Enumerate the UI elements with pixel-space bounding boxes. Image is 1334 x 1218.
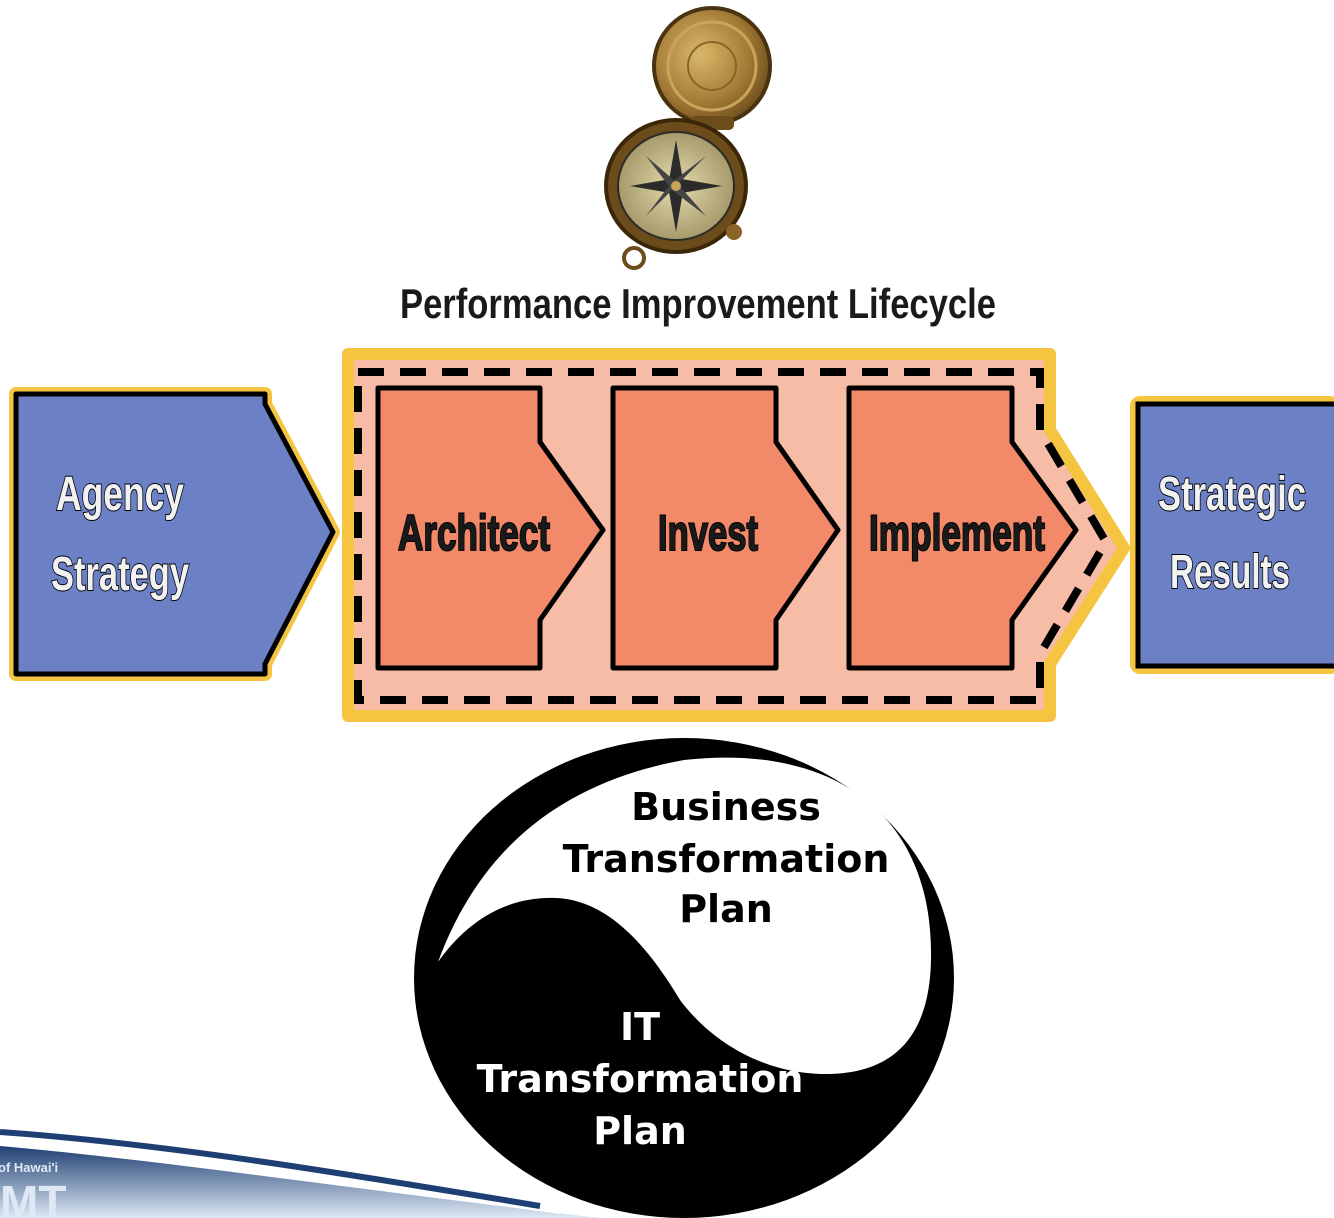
- business-plan-line3: Plan: [679, 887, 773, 931]
- logo-mark: MT: [0, 1176, 66, 1218]
- stage-architect-label: Architect: [398, 505, 550, 561]
- it-plan-line2: Transformation: [477, 1057, 804, 1101]
- it-plan-line1: IT: [620, 1005, 660, 1049]
- strategic-results-label-line1: Strategic: [1158, 468, 1306, 521]
- agency-strategy-label-line2: Strategy: [51, 548, 189, 601]
- agency-strategy-label-line1: Agency: [56, 468, 184, 521]
- logo-org-text: of Hawai'i: [0, 1160, 58, 1175]
- stage-architect: Architect: [375, 385, 606, 671]
- diagram-title: Performance Improvement Lifecycle: [400, 280, 996, 327]
- yin-yang-plans: Business Transformation Plan IT Transfor…: [414, 738, 954, 1218]
- stage-invest: Invest: [610, 385, 841, 671]
- compass-icon: [604, 6, 772, 270]
- business-plan-line2: Transformation: [563, 837, 890, 881]
- stage-implement: Implement: [846, 385, 1079, 671]
- strategic-results-box: Strategic Results: [1130, 396, 1334, 674]
- stage-invest-label: Invest: [658, 505, 758, 561]
- stage-implement-label: Implement: [869, 505, 1045, 561]
- business-plan-line1: Business: [631, 785, 821, 829]
- it-plan-line3: Plan: [593, 1109, 687, 1153]
- agency-strategy-arrow: Agency Strategy: [9, 387, 340, 681]
- strategic-results-label-line2: Results: [1170, 546, 1290, 599]
- logo: of Hawai'i MT: [0, 1129, 600, 1218]
- business-plan-region: [438, 757, 932, 1075]
